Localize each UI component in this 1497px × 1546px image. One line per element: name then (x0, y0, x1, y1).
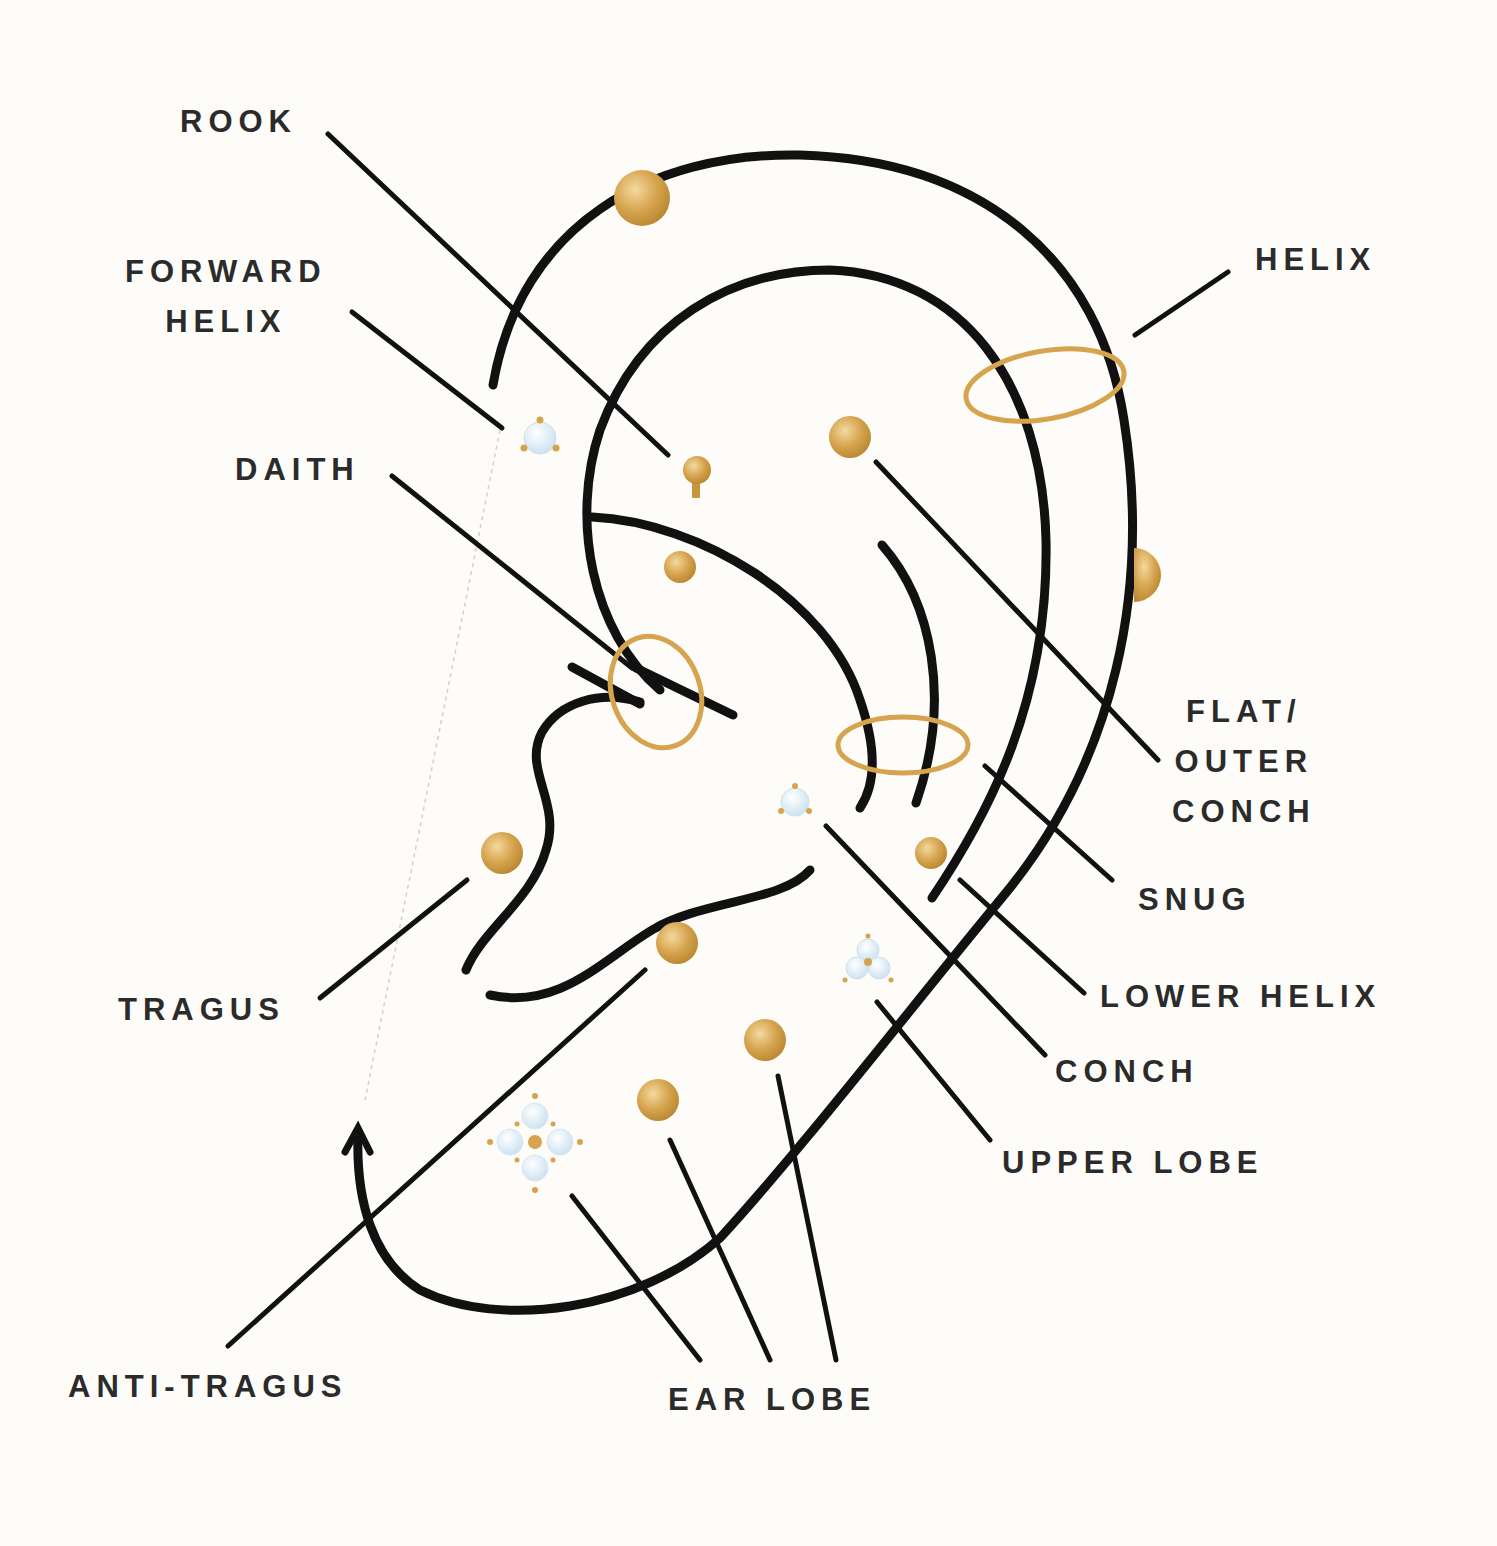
gem-stud (778, 783, 812, 816)
lower-helix-ball (915, 837, 947, 869)
jewellery (481, 170, 1161, 1193)
leader-line (960, 880, 1084, 993)
part-label: ROOK (180, 97, 297, 147)
helix-rim (358, 155, 1133, 1310)
leader-line (392, 476, 632, 668)
antihelix-crus (882, 545, 934, 803)
part-label: DAITH (235, 445, 360, 495)
leader-line (670, 1140, 770, 1360)
part-label: LOWER HELIX (1100, 972, 1381, 1022)
tragus-ball (481, 832, 523, 874)
lobe-ball (637, 1079, 679, 1121)
part-label: SNUG (1138, 875, 1252, 925)
rook-ball (683, 456, 711, 484)
leader-line (826, 826, 1045, 1055)
gem-cluster (487, 1093, 583, 1193)
part-label: EAR LOBE (668, 1375, 876, 1425)
daith-ring (595, 623, 717, 760)
gem-stud (521, 417, 560, 455)
helix-ring (960, 338, 1129, 433)
ball (664, 551, 696, 583)
snug-ring (838, 717, 968, 773)
antitragus (490, 870, 810, 998)
flat-ball (829, 416, 871, 458)
tragus (466, 697, 640, 970)
part-label: CONCH (1055, 1047, 1199, 1097)
leader-line (228, 970, 645, 1346)
part-label: FLAT/ OUTER CONCH (1172, 687, 1316, 837)
lobe-ball (744, 1019, 786, 1061)
face-guide (365, 430, 500, 1100)
leader-line (877, 1002, 990, 1140)
part-label: ANTI-TRAGUS (68, 1362, 348, 1412)
part-label: HELIX (1255, 235, 1376, 285)
crus-mark (636, 668, 733, 715)
part-label: TRAGUS (118, 985, 285, 1035)
leader-line (352, 312, 502, 428)
helix-crus (592, 517, 872, 808)
gem-trefoil (843, 934, 894, 983)
antihelix (587, 270, 1046, 898)
rim-tip (345, 1128, 370, 1152)
leader-line (572, 1196, 700, 1360)
leader-line (985, 766, 1112, 880)
leader-line (320, 880, 467, 998)
leader-line (778, 1076, 836, 1360)
helix-ball (1134, 548, 1161, 602)
helix-ball (614, 170, 670, 226)
anti-tragus-ball (656, 922, 698, 964)
part-label: UPPER LOBE (1002, 1138, 1264, 1188)
part-label: FORWARD HELIX (125, 247, 327, 347)
leader-line (1135, 272, 1228, 335)
leader-line (328, 134, 668, 455)
